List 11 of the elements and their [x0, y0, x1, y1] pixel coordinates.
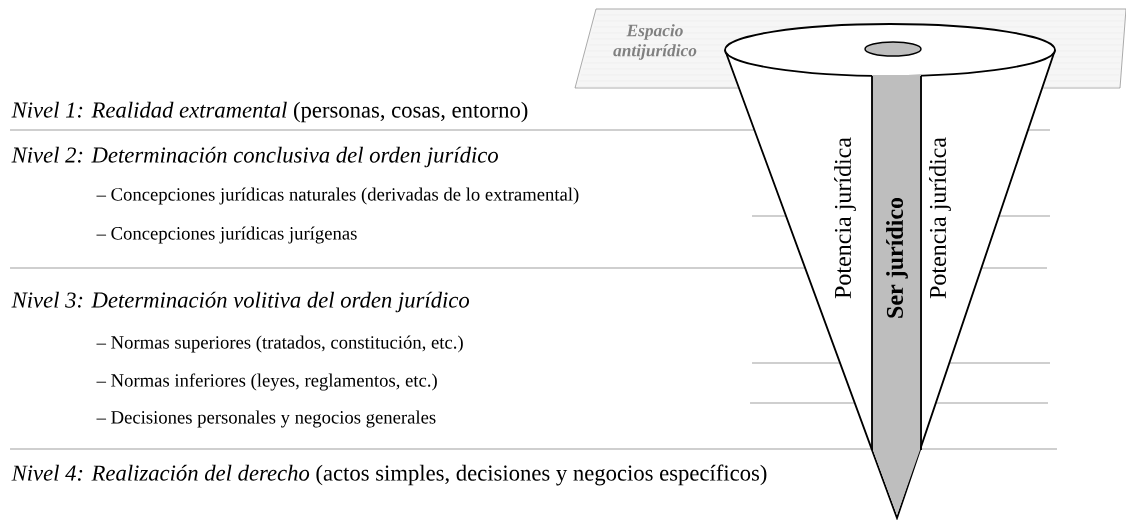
- column-bar: Ser jurídico: [871, 75, 922, 515]
- list-item: – Concepciones jurídicas naturales (derivadas de lo extramental): [96, 187, 579, 205]
- list-item: – Normas superiores (tratados, constitución, etc.): [96, 335, 463, 353]
- list-item: – Concepciones jurídicas jurígenas: [96, 226, 357, 244]
- level-heading: Nivel 1: Realidad extramental (personas, cosas, entorno): [11, 101, 528, 123]
- level-heading: Nivel 3: Determinación volitiva del orden jurídico: [11, 291, 470, 313]
- node-label: Potencia jurídica: [929, 137, 951, 299]
- level-heading: Nivel 2: Determinación conclusiva del orden jurídico: [11, 146, 498, 168]
- list-item: – Normas inferiores (leyes, reglamentos, etc.): [96, 373, 437, 391]
- list-item: – Decisiones personales y negocios generales: [96, 410, 436, 428]
- node-label: Potencia jurídica: [834, 137, 856, 299]
